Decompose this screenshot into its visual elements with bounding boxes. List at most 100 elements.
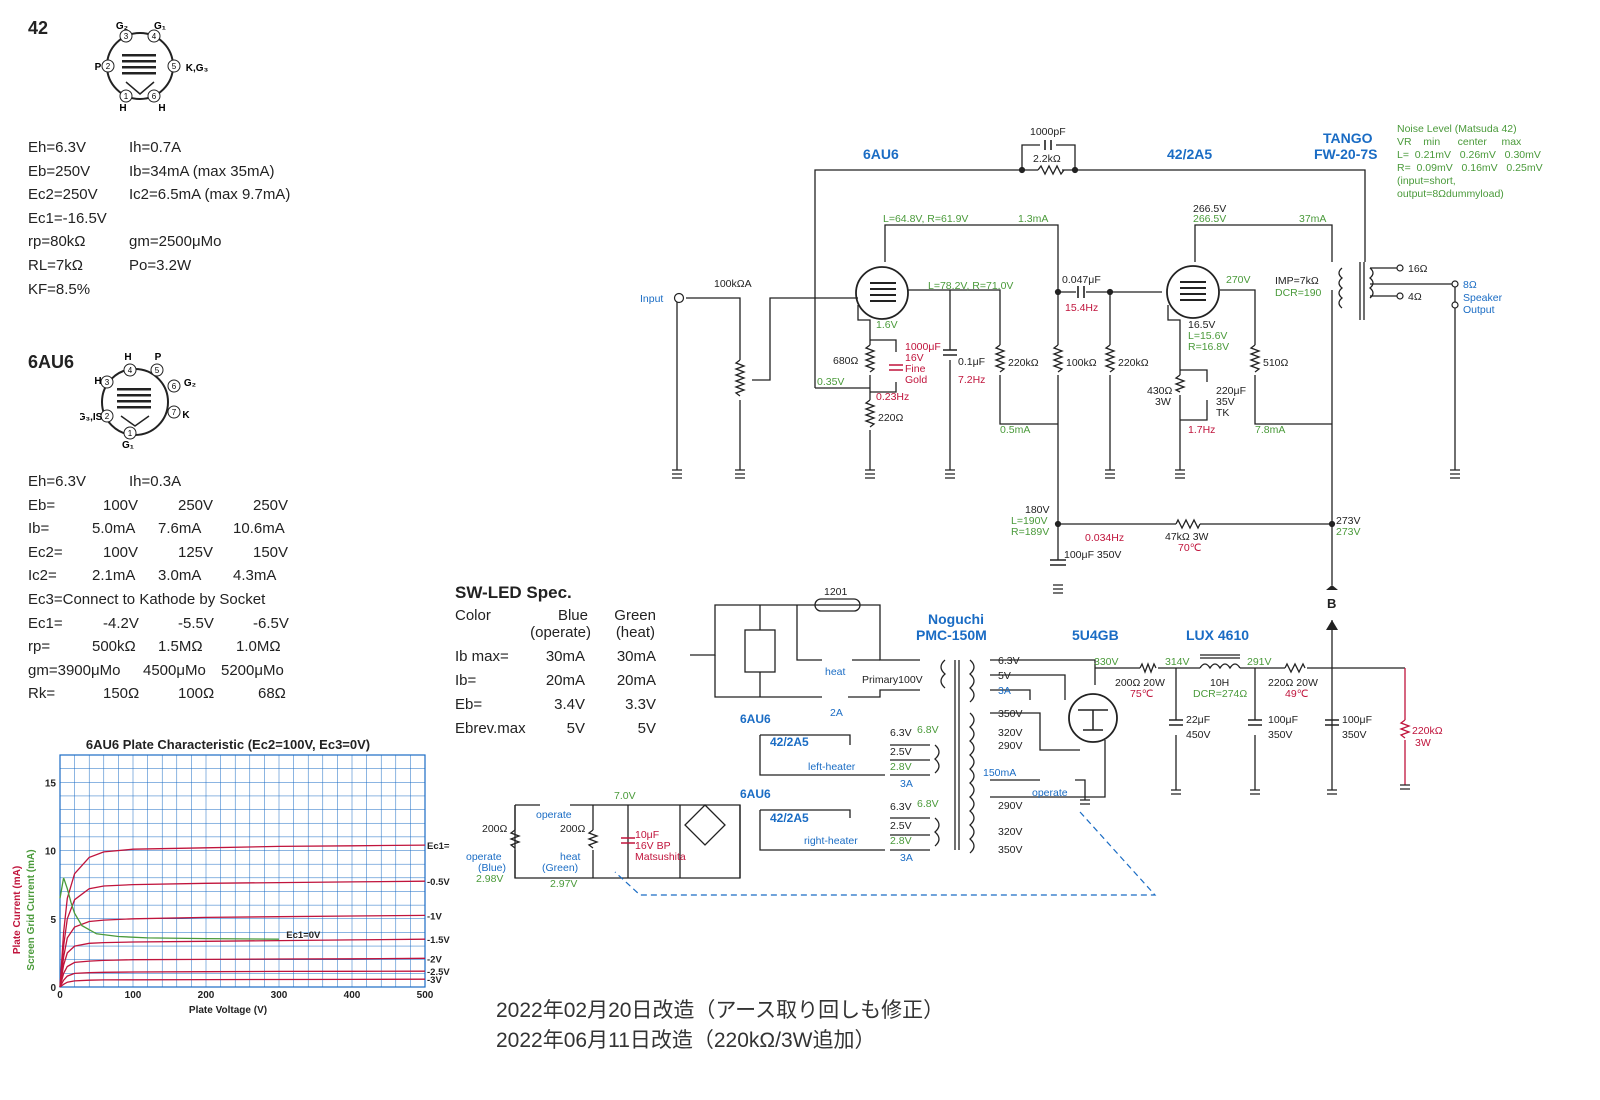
- noise-line-1: VR min center max: [1397, 136, 1522, 148]
- ground-symbols: [672, 469, 1460, 805]
- led-spec-h1: Blue: [557, 607, 588, 624]
- led-spec-h21: (operate): [530, 624, 591, 641]
- led-spec-r1c0: Ib=: [455, 672, 477, 689]
- label-fuse2: 2A: [830, 707, 843, 719]
- label-o4: 4Ω: [1408, 291, 1422, 303]
- tube6au6-spec-6d: -6.5V: [253, 614, 289, 632]
- tube6au6-spec-4a: Ic2=: [28, 567, 57, 585]
- label-r100k: 100kΩ: [1066, 357, 1097, 369]
- label-i05: 0.5mA: [1000, 424, 1030, 436]
- tube6au6-spec-9b: 150Ω: [103, 685, 140, 703]
- label-c22-0: 22μF: [1186, 714, 1210, 726]
- label-t290b: 290V: [998, 800, 1023, 812]
- bleeder-resistor-symbol: [1399, 719, 1411, 739]
- tube42-spec-6a: KF=8.5%: [28, 280, 91, 298]
- label-r200b: 200Ω: [560, 823, 586, 835]
- label-r220k1: 220kΩ: [1008, 357, 1039, 369]
- label-r220k3-1: 3W: [1415, 737, 1431, 749]
- tube6au6-spec-0b: Ih=0.3A: [129, 473, 182, 490]
- label-h1-25: 2.5V: [890, 746, 912, 758]
- label-led-op-1: (Blue): [478, 862, 506, 874]
- tube42-spec-2b: Ic2=6.5mA (max 9.7mA): [129, 186, 291, 204]
- tube42-pin-1: 1: [124, 92, 129, 101]
- label-o8: 8Ω: [1463, 279, 1477, 291]
- label-led-ht-1: (Green): [542, 862, 578, 874]
- label-choke: LUX 4610: [1186, 627, 1249, 643]
- label-h1-28: 2.8V: [890, 761, 912, 773]
- tube6au6-spec-7b: 500kΩ: [92, 638, 136, 656]
- chart-xtick: 200: [198, 990, 215, 1001]
- tube6au6-spec-6a: Ec1=: [28, 614, 63, 632]
- label-dcr-l: DCR=274Ω: [1193, 688, 1247, 700]
- tube6au6-pin-1: 1: [128, 429, 133, 438]
- chart-series-label: -0.5V: [427, 877, 450, 888]
- label-r510: 510Ω: [1263, 357, 1289, 369]
- tube-6au6-symbol: [855, 266, 909, 320]
- chart-series-line: [59, 844, 426, 988]
- label-led-op-v: 2.98V: [476, 873, 503, 885]
- tube6au6-spec-3d: 150V: [253, 543, 289, 561]
- resistor-symbols: [509, 164, 1306, 849]
- tube6au6-spec-7c: 1.5MΩ: [158, 638, 203, 656]
- tube42-label-kg3: K,G₃: [186, 63, 209, 74]
- tube6au6-spec-4c: 3.0mA: [158, 567, 202, 585]
- label-c100a-0: 100μF: [1268, 714, 1298, 726]
- label-t320b: 320V: [998, 826, 1023, 838]
- label-i78: 7.8mA: [1255, 424, 1285, 436]
- tube6au6-label-g1: G₁: [122, 440, 134, 450]
- chart-xtick: 400: [344, 990, 361, 1001]
- tube6au6-spec-2d: 10.6mA: [233, 520, 285, 538]
- chart-series-line: [59, 938, 426, 988]
- tube42-pin-2: 2: [106, 62, 111, 71]
- chart-series-label: -2.5V: [427, 967, 450, 978]
- schematic-wires: [514, 144, 1456, 879]
- label-t75: 75℃: [1130, 688, 1154, 700]
- chart-grid: [59, 754, 426, 988]
- chart-ylabel: Plate Current (mA): [12, 866, 23, 954]
- tube6au6-spec-1a: Eb=: [28, 496, 56, 514]
- label-v273b: 273V: [1336, 526, 1361, 538]
- chart-series-line: [59, 978, 426, 988]
- led-spec-r3c1: 5V: [566, 720, 585, 737]
- label-t5: 5V: [998, 670, 1011, 682]
- tube6au6-spec-1c: 250V: [178, 496, 214, 514]
- revision-notes: 2022年02月20日改造（アース取り回しも修正） 2022年06月11日改造（…: [496, 996, 944, 1056]
- led-spec-h2: Green: [614, 607, 656, 624]
- label-b-plus: B: [1327, 596, 1336, 611]
- tube6au6-spec-3b: 100V: [103, 543, 139, 561]
- tube42-spec-1b: Ib=34mA (max 35mA): [129, 162, 275, 180]
- tube6au6-spec-6c: -5.5V: [178, 614, 214, 632]
- led-spec-r0c1: 30mA: [545, 648, 585, 665]
- label-ot2: FW-20-7S: [1314, 146, 1378, 162]
- tube6au6-spec-2b: 5.0mA: [92, 520, 136, 538]
- tube6au6-pin-7: 7: [172, 408, 177, 417]
- tube42-title: 42: [28, 18, 49, 38]
- label-input: Input: [640, 293, 663, 305]
- led-spec-r0c2: 30mA: [616, 648, 656, 665]
- tube6au6-spec-8b: 4500μMo: [143, 661, 206, 679]
- tube42-label-g2: G₂: [116, 21, 128, 32]
- label-f-g2: 7.2Hz: [958, 374, 985, 386]
- plate-characteristic-chart: 6AU6 Plate Characteristic (Ec2=100V, Ec3…: [12, 737, 450, 1016]
- label-h2-28: 2.8V: [890, 835, 912, 847]
- label-t320: 320V: [998, 727, 1023, 739]
- label-sw-heat: heat: [825, 666, 846, 678]
- tube42-spec-0a: Eh=6.3V: [28, 139, 86, 156]
- label-h2a: 6AU6: [740, 787, 771, 801]
- label-c-fb: 1000pF: [1030, 126, 1066, 138]
- revision-note-1: 2022年02月20日改造（アース取り回しも修正）: [496, 999, 945, 1022]
- chart-series: [59, 844, 426, 988]
- led-spec-r1c1: 20mA: [545, 672, 585, 689]
- noise-line-4: (input=short,: [1397, 175, 1456, 187]
- tube42-label-g1: G₁: [154, 21, 166, 32]
- label-tube1: 6AU6: [863, 146, 899, 162]
- label-t63: 6.3V: [998, 655, 1020, 667]
- label-f-dec: 0.034Hz: [1085, 532, 1124, 544]
- tube6au6-pin-6: 6: [172, 382, 177, 391]
- label-h1-3a: 3A: [900, 778, 913, 790]
- chart-series-line: [59, 957, 426, 988]
- label-vr: 100kΩA: [714, 278, 752, 290]
- led-spec-r0c0: Ib max=: [455, 648, 509, 665]
- label-v2a1: 266.5V: [1193, 203, 1226, 215]
